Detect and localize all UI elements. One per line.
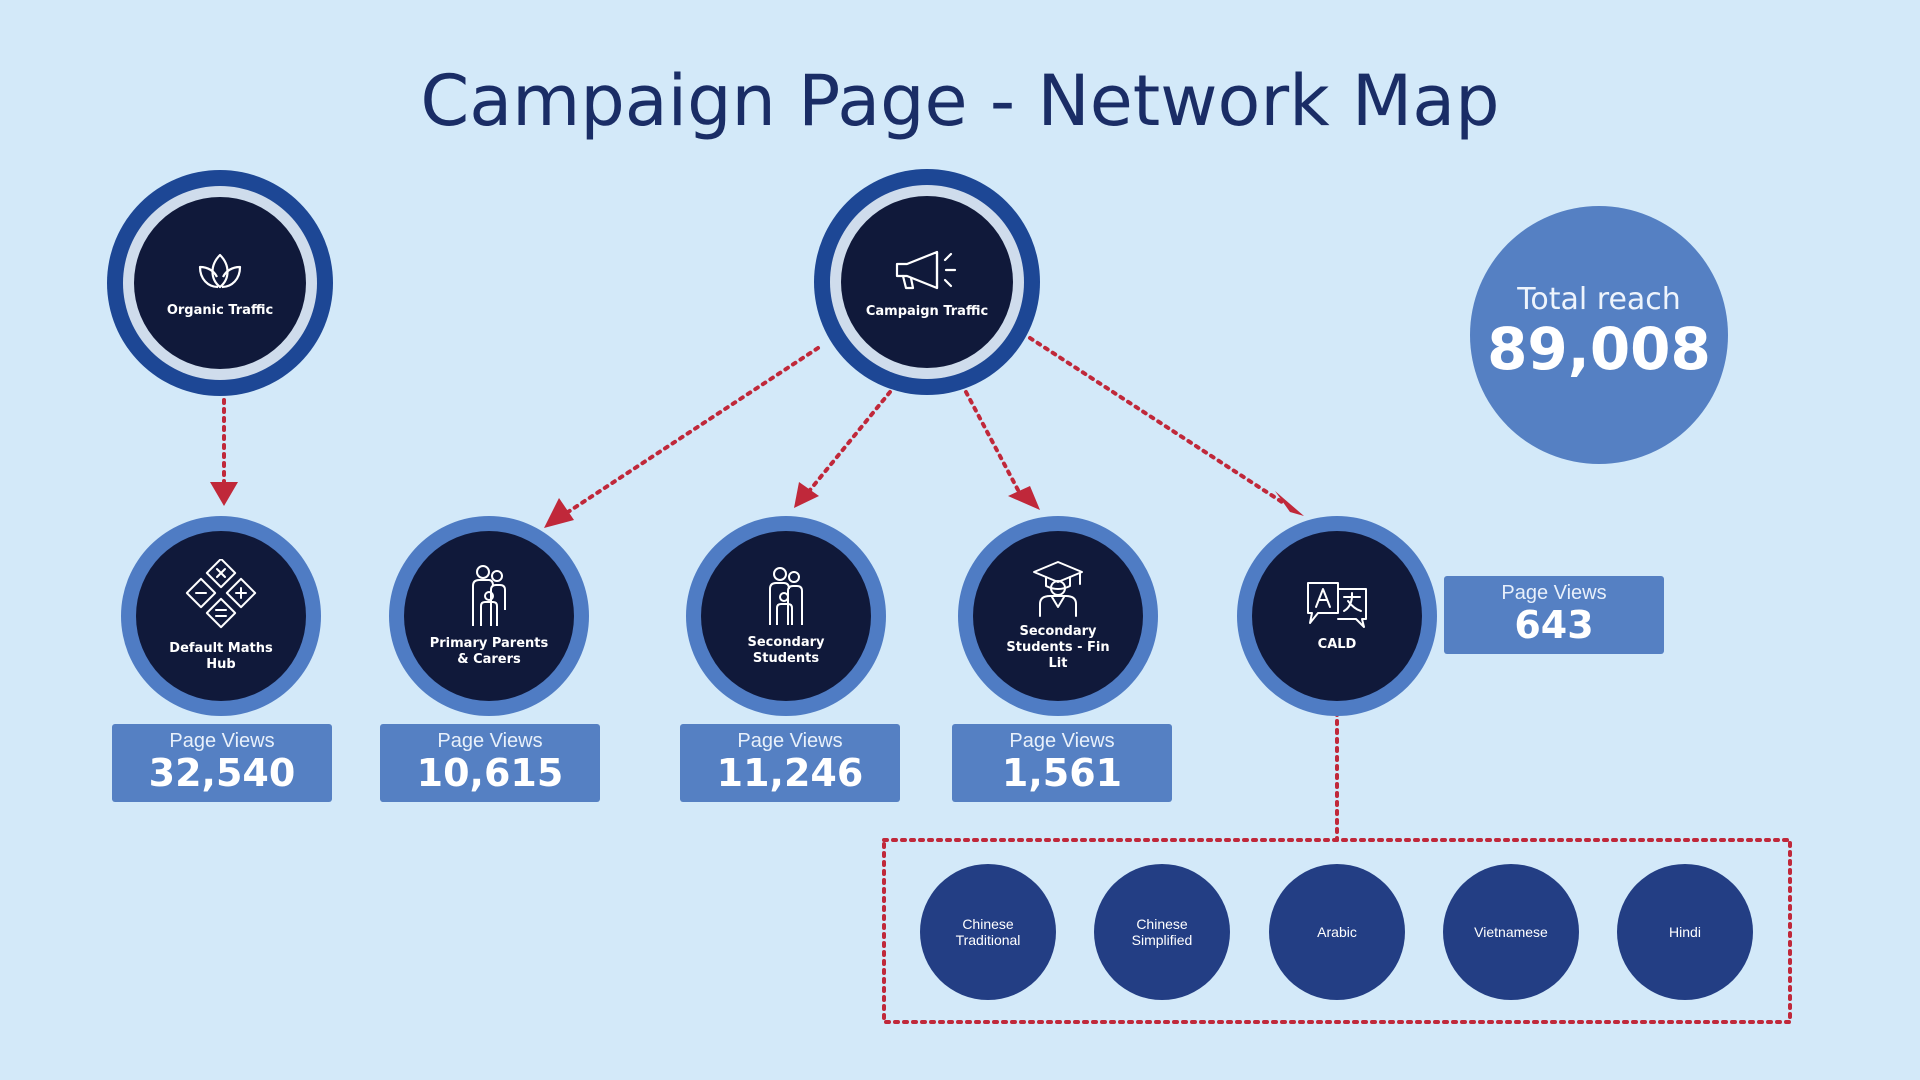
default-maths-hub-label: Default Maths Hub <box>169 641 273 672</box>
campaign-traffic-label: Campaign Traffic <box>865 303 989 319</box>
language-chinese-simplified: Chinese Simplified <box>1094 864 1230 1000</box>
translate-icon <box>1304 579 1370 631</box>
page-views-value: 11,246 <box>716 751 864 795</box>
page-views-box-default-maths: Page Views 32,540 <box>112 724 332 802</box>
page-views-value: 643 <box>1514 603 1594 647</box>
graduate-icon <box>1030 560 1086 618</box>
page-views-label: Page Views <box>437 730 543 752</box>
language-chinese-traditional: Chinese Traditional <box>920 864 1056 1000</box>
total-reach-label: Total reach <box>1517 282 1681 317</box>
page-views-label: Page Views <box>737 730 843 752</box>
arrowhead-finlit <box>1008 486 1040 510</box>
students-icon <box>766 565 806 629</box>
language-arabic: Arabic <box>1269 864 1405 1000</box>
page-views-label: Page Views <box>1501 582 1607 604</box>
language-label: Chinese Traditional <box>955 916 1021 948</box>
language-label: Arabic <box>1317 924 1357 940</box>
primary-parents-core: Primary Parents & Carers <box>404 531 574 701</box>
language-hindi: Hindi <box>1617 864 1753 1000</box>
page-views-box-finlit: Page Views 1,561 <box>952 724 1172 802</box>
secondary-students-finlit-core: Secondary Students - Fin Lit <box>973 531 1143 701</box>
leaf-icon <box>196 249 244 293</box>
campaign-traffic-core: Campaign Traffic <box>841 196 1013 368</box>
arrowhead-maths <box>210 482 238 506</box>
page-title: Campaign Page - Network Map <box>420 60 1500 142</box>
organic-traffic-core: Organic Traffic <box>134 197 306 369</box>
megaphone-icon <box>893 246 961 294</box>
connector-campaign-to-primary <box>566 346 820 514</box>
language-label: Hindi <box>1669 924 1701 940</box>
page-views-value: 1,561 <box>1001 751 1123 795</box>
page-views-box-cald: Page Views 643 <box>1444 576 1664 654</box>
math-operators-icon <box>183 559 259 635</box>
family-icon <box>467 564 511 630</box>
page-views-label: Page Views <box>169 730 275 752</box>
page-views-label: Page Views <box>1009 730 1115 752</box>
language-vietnamese: Vietnamese <box>1443 864 1579 1000</box>
page-views-value: 32,540 <box>148 751 296 795</box>
default-maths-hub-node: Default Maths Hub <box>121 516 321 716</box>
cald-label: CALD <box>1317 637 1357 652</box>
organic-traffic-label: Organic Traffic <box>166 302 274 318</box>
languages-dotted-frame <box>882 838 1792 1024</box>
arrowhead-secondary <box>794 482 819 508</box>
page-views-box-primary-parents: Page Views 10,615 <box>380 724 600 802</box>
secondary-students-finlit-label: Secondary Students - Fin Lit <box>1006 624 1110 671</box>
total-reach-value: 89,008 <box>1487 315 1711 383</box>
secondary-students-core: Secondary Students <box>701 531 871 701</box>
cald-node: CALD <box>1237 516 1437 716</box>
connector-campaign-to-secondary <box>808 390 892 492</box>
organic-traffic-node: Organic Traffic <box>107 170 333 396</box>
primary-parents-label: Primary Parents & Carers <box>429 636 549 667</box>
primary-parents-node: Primary Parents & Carers <box>389 516 589 716</box>
page-views-box-secondary-students: Page Views 11,246 <box>680 724 900 802</box>
arrowhead-primary <box>544 498 574 528</box>
secondary-students-node: Secondary Students <box>686 516 886 716</box>
cald-core: CALD <box>1252 531 1422 701</box>
connector-campaign-to-cald <box>1028 336 1284 504</box>
default-maths-hub-core: Default Maths Hub <box>136 531 306 701</box>
connector-campaign-to-finlit <box>964 390 1020 492</box>
total-reach-circle: Total reach 89,008 <box>1470 206 1728 464</box>
language-label: Vietnamese <box>1474 924 1548 940</box>
secondary-students-finlit-node: Secondary Students - Fin Lit <box>958 516 1158 716</box>
language-label: Chinese Simplified <box>1131 916 1193 948</box>
arrowhead-cald <box>1275 491 1304 516</box>
secondary-students-label: Secondary Students <box>747 635 825 666</box>
page-views-value: 10,615 <box>416 751 564 795</box>
campaign-traffic-node: Campaign Traffic <box>814 169 1040 395</box>
